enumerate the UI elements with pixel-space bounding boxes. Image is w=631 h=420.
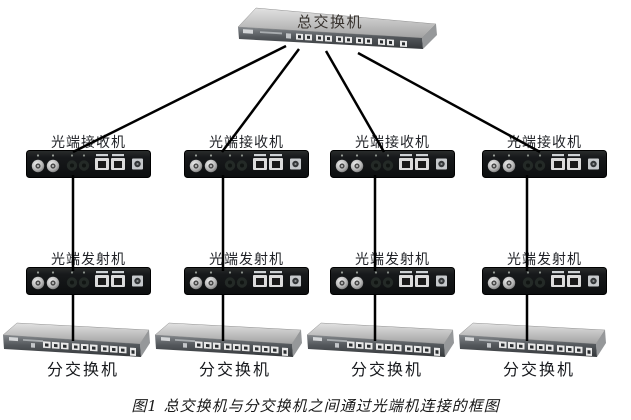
transmitter-label: 光端发射机 [355, 252, 430, 268]
rack-switch-icon [459, 323, 606, 357]
media-converter-icon [331, 268, 455, 295]
rack-switch-icon [307, 323, 454, 357]
sub-switch-label: 分交换机 [46, 360, 119, 379]
optical-transmitter-device [330, 267, 455, 295]
media-converter-icon [483, 151, 607, 178]
optical-transmitter-device [26, 267, 151, 295]
transmitter-label: 光端发射机 [209, 252, 284, 268]
sub-switch-label: 分交换机 [198, 360, 271, 379]
optical-receiver-device [482, 150, 607, 178]
rack-switch-icon [3, 323, 150, 357]
rack-switch-icon [155, 323, 302, 357]
figure-caption: 图1 总交换机与分交换机之间通过光端机连接的框图 [131, 397, 500, 415]
transmitter-label: 光端发射机 [51, 252, 126, 268]
receiver-label: 光端接收机 [51, 135, 126, 151]
media-converter-icon [483, 268, 607, 295]
transmitter-label: 光端发射机 [507, 252, 582, 268]
main-switch-label: 总交换机 [296, 13, 363, 31]
optical-receiver-device [26, 150, 151, 178]
sub-switch-label: 分交换机 [502, 360, 575, 379]
media-converter-icon [331, 151, 455, 178]
optical-receiver-device [330, 150, 455, 178]
optical-transmitter-device [184, 267, 309, 295]
optical-receiver-device [184, 150, 309, 178]
receiver-label: 光端接收机 [355, 135, 430, 151]
media-converter-icon [185, 268, 309, 295]
media-converter-icon [27, 268, 151, 295]
media-converter-icon [27, 151, 151, 178]
sub-switch-label: 分交换机 [350, 360, 423, 379]
media-converter-icon [185, 151, 309, 178]
receiver-label: 光端接收机 [209, 135, 284, 151]
receiver-label: 光端接收机 [507, 135, 582, 151]
optical-transmitter-device [482, 267, 607, 295]
